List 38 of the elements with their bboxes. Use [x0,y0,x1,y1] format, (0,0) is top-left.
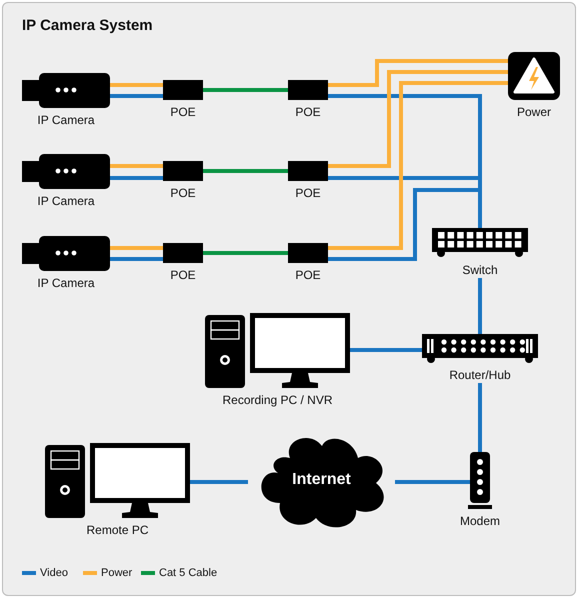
cable-line [478,383,482,452]
cloud-label: Internet [292,470,351,490]
cable-line [328,70,508,168]
legend-label: Video [40,566,68,580]
device-label: POE [170,267,196,283]
device-label: POE [295,185,321,201]
cable-line [328,59,508,87]
diagram-title: IP Camera System [22,17,153,34]
device-label: POE [170,185,196,201]
cable-line [110,246,163,250]
legend-label: Cat 5 Cable [159,566,218,580]
cable-line [110,94,163,98]
device-label: Recording PC / NVR [222,392,333,408]
device-label: Router/Hub [449,367,511,383]
cable-line [328,81,508,250]
cable-line [190,480,248,484]
cable-line [110,83,163,87]
device-label: POE [170,104,196,120]
device-label: Modem [460,513,500,529]
cable-line [203,169,288,173]
cable-line [395,480,470,484]
device-label: IP Camera [37,275,95,291]
device-label: Power [517,104,551,120]
cable-line [110,257,163,261]
device-label: POE [295,104,321,120]
device-label: Switch [462,262,498,278]
cable-line [110,176,163,180]
device-label: Remote PC [86,522,149,538]
legend-label: Power [101,566,132,580]
cable-line [110,164,163,168]
cable-line [203,88,288,92]
device-label: IP Camera [37,193,95,209]
cable-line [478,278,482,334]
device-label: POE [295,267,321,283]
device-label: IP Camera [37,112,95,128]
cable-line [350,348,422,352]
cable-line [328,188,482,261]
cable-line [203,251,288,255]
